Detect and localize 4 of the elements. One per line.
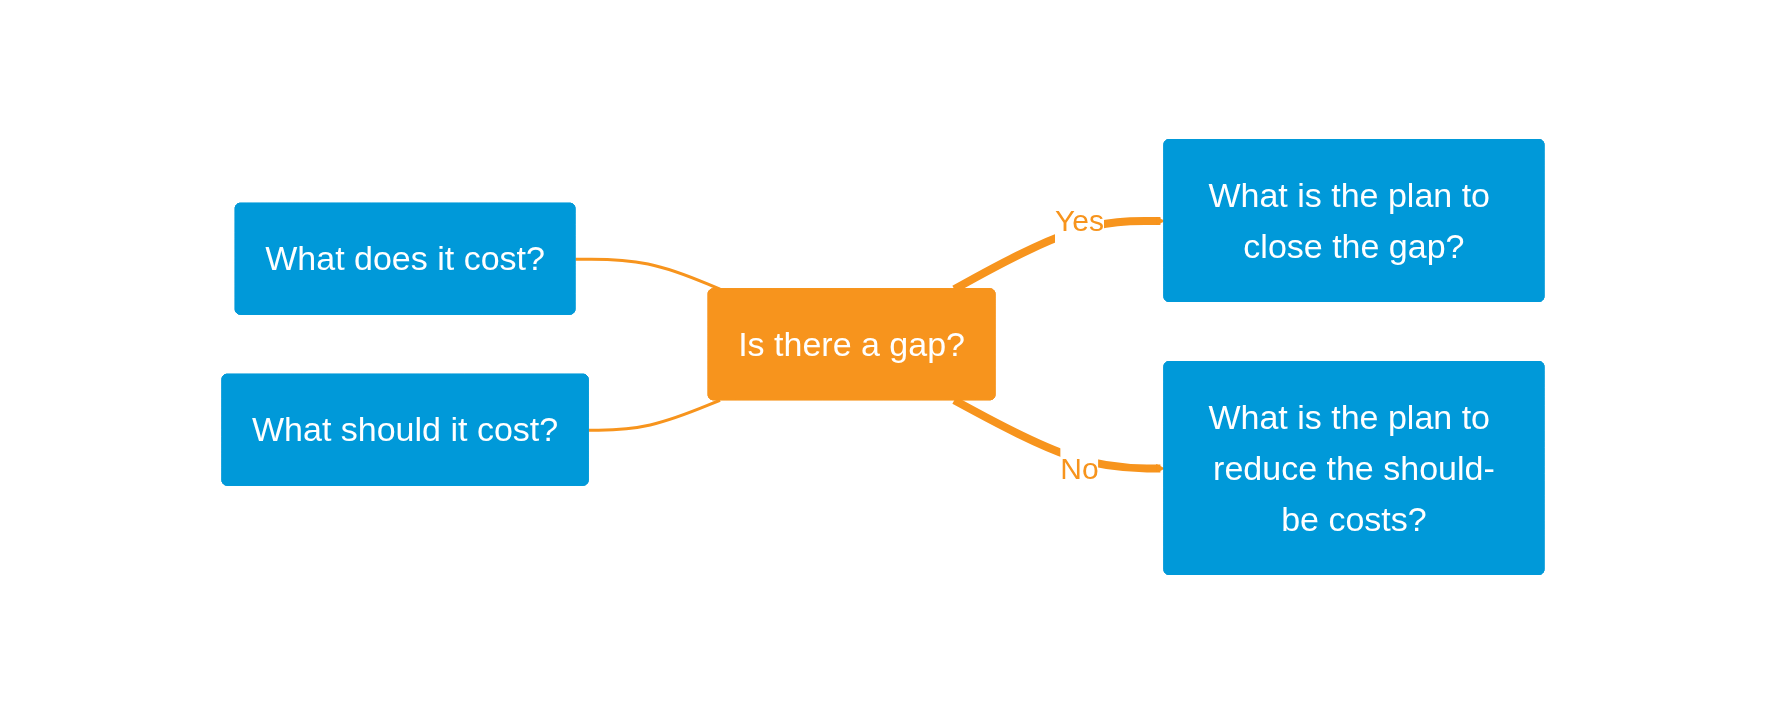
connector	[588, 398, 721, 432]
edge-label: Yes	[1055, 204, 1104, 237]
edge-label: No	[1060, 451, 1099, 485]
connector	[575, 257, 721, 291]
